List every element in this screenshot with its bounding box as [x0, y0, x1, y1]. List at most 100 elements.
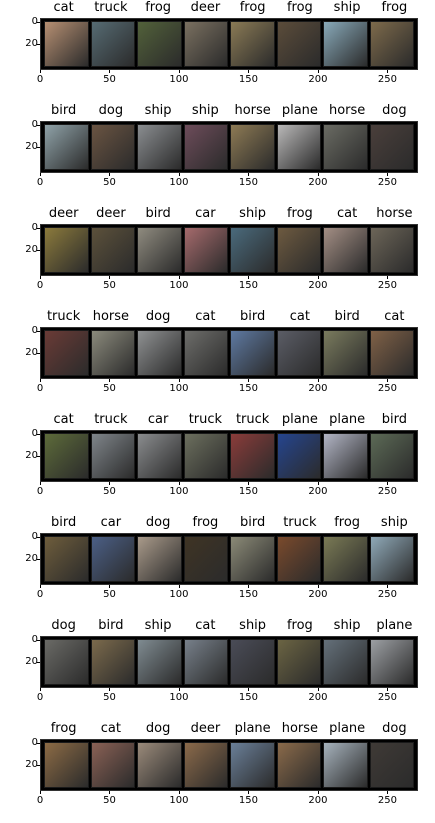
thumbnail-image	[276, 21, 321, 67]
class-label: cat	[100, 721, 121, 736]
x-tick-mark	[248, 276, 250, 279]
x-tick-mark	[387, 276, 389, 279]
class-label: ship	[333, 0, 361, 15]
thumbnail-image	[90, 227, 135, 273]
thumbnail-image	[137, 227, 182, 273]
class-label: frog	[286, 618, 313, 633]
y-tick-label: 20	[25, 141, 38, 152]
image-strip	[40, 533, 418, 585]
thumbnail-image	[137, 639, 182, 685]
x-tick-mark	[387, 173, 389, 176]
thumbnail-image	[369, 433, 414, 479]
thumbnail-image	[90, 742, 135, 788]
y-tick-mark	[37, 640, 40, 641]
class-label: bird	[240, 309, 266, 324]
thumbnail-image	[44, 330, 89, 376]
x-tick-mark	[178, 379, 180, 382]
class-label: bird	[240, 515, 266, 530]
x-tick-label: 50	[103, 280, 116, 291]
x-tick-mark	[248, 482, 250, 485]
class-label: plane	[281, 103, 318, 118]
thumbnail-image	[90, 124, 135, 170]
image-strip	[40, 327, 418, 379]
x-tick-label: 50	[103, 177, 116, 188]
thumbnail-grid	[41, 19, 417, 69]
thumbnail-image	[276, 742, 321, 788]
thumbnail-image	[183, 433, 228, 479]
thumbnail-image	[137, 21, 182, 67]
y-tick-mark	[37, 125, 40, 126]
y-tick-label: 0	[31, 737, 38, 748]
thumbnail-image	[369, 21, 414, 67]
x-tick-mark	[317, 791, 319, 794]
y-tick-label: 20	[25, 244, 38, 255]
class-label: frog	[145, 0, 172, 15]
class-label: plane	[376, 618, 413, 633]
class-label: cat	[384, 309, 405, 324]
image-strip	[40, 430, 418, 482]
class-label: bird	[145, 206, 171, 221]
x-tick-label: 250	[377, 692, 397, 703]
thumbnail-grid	[41, 122, 417, 172]
x-tick-label: 250	[377, 280, 397, 291]
thumbnail-image	[323, 742, 368, 788]
x-tick-mark	[109, 585, 111, 588]
class-label: frog	[286, 206, 313, 221]
x-tick-mark	[248, 173, 250, 176]
class-label: truck	[283, 515, 317, 530]
y-tick-label: 20	[25, 38, 38, 49]
x-tick-mark	[317, 173, 319, 176]
thumbnail-image	[230, 124, 275, 170]
x-tick-label: 200	[308, 692, 328, 703]
x-tick-label: 100	[169, 383, 189, 394]
thumbnail-image	[369, 639, 414, 685]
thumbnail-image	[90, 330, 135, 376]
class-label: bird	[98, 618, 124, 633]
class-label: dog	[145, 515, 171, 530]
y-tick-mark	[37, 559, 40, 560]
x-tick-mark	[387, 585, 389, 588]
y-tick-label: 0	[31, 325, 38, 336]
thumbnail-image	[44, 21, 89, 67]
x-tick-label: 0	[36, 383, 44, 394]
thumbnail-image	[183, 227, 228, 273]
x-tick-mark	[387, 688, 389, 691]
thumbnail-image	[137, 433, 182, 479]
x-tick-mark	[317, 70, 319, 73]
y-tick-mark	[37, 44, 40, 45]
thumbnail-image	[44, 536, 89, 582]
y-tick-label: 20	[25, 656, 38, 667]
x-tick-mark	[317, 276, 319, 279]
x-tick-mark	[248, 585, 250, 588]
x-tick-label: 250	[377, 177, 397, 188]
y-tick-mark	[37, 353, 40, 354]
thumbnail-image	[44, 742, 89, 788]
class-label: cat	[289, 309, 310, 324]
class-label: horse	[376, 206, 413, 221]
class-label: cat	[337, 206, 358, 221]
x-tick-mark	[40, 173, 41, 176]
x-tick-mark	[178, 482, 180, 485]
x-tick-label: 100	[169, 589, 189, 600]
x-tick-label: 50	[103, 692, 116, 703]
x-tick-mark	[40, 482, 41, 485]
class-label: bird	[51, 515, 77, 530]
class-label: truck	[188, 412, 223, 427]
thumbnail-image	[276, 536, 321, 582]
thumbnail-image	[90, 21, 135, 67]
class-label: ship	[144, 618, 172, 633]
x-tick-label: 0	[36, 589, 44, 600]
x-tick-mark	[178, 173, 180, 176]
thumbnail-image	[90, 536, 135, 582]
x-tick-label: 100	[169, 177, 189, 188]
class-label: frog	[286, 0, 313, 15]
class-label: ship	[380, 515, 408, 530]
class-label: deer	[48, 206, 79, 221]
class-label: dog	[145, 721, 171, 736]
y-tick-label: 20	[25, 450, 38, 461]
y-tick-mark	[37, 22, 40, 23]
thumbnail-grid	[41, 328, 417, 378]
